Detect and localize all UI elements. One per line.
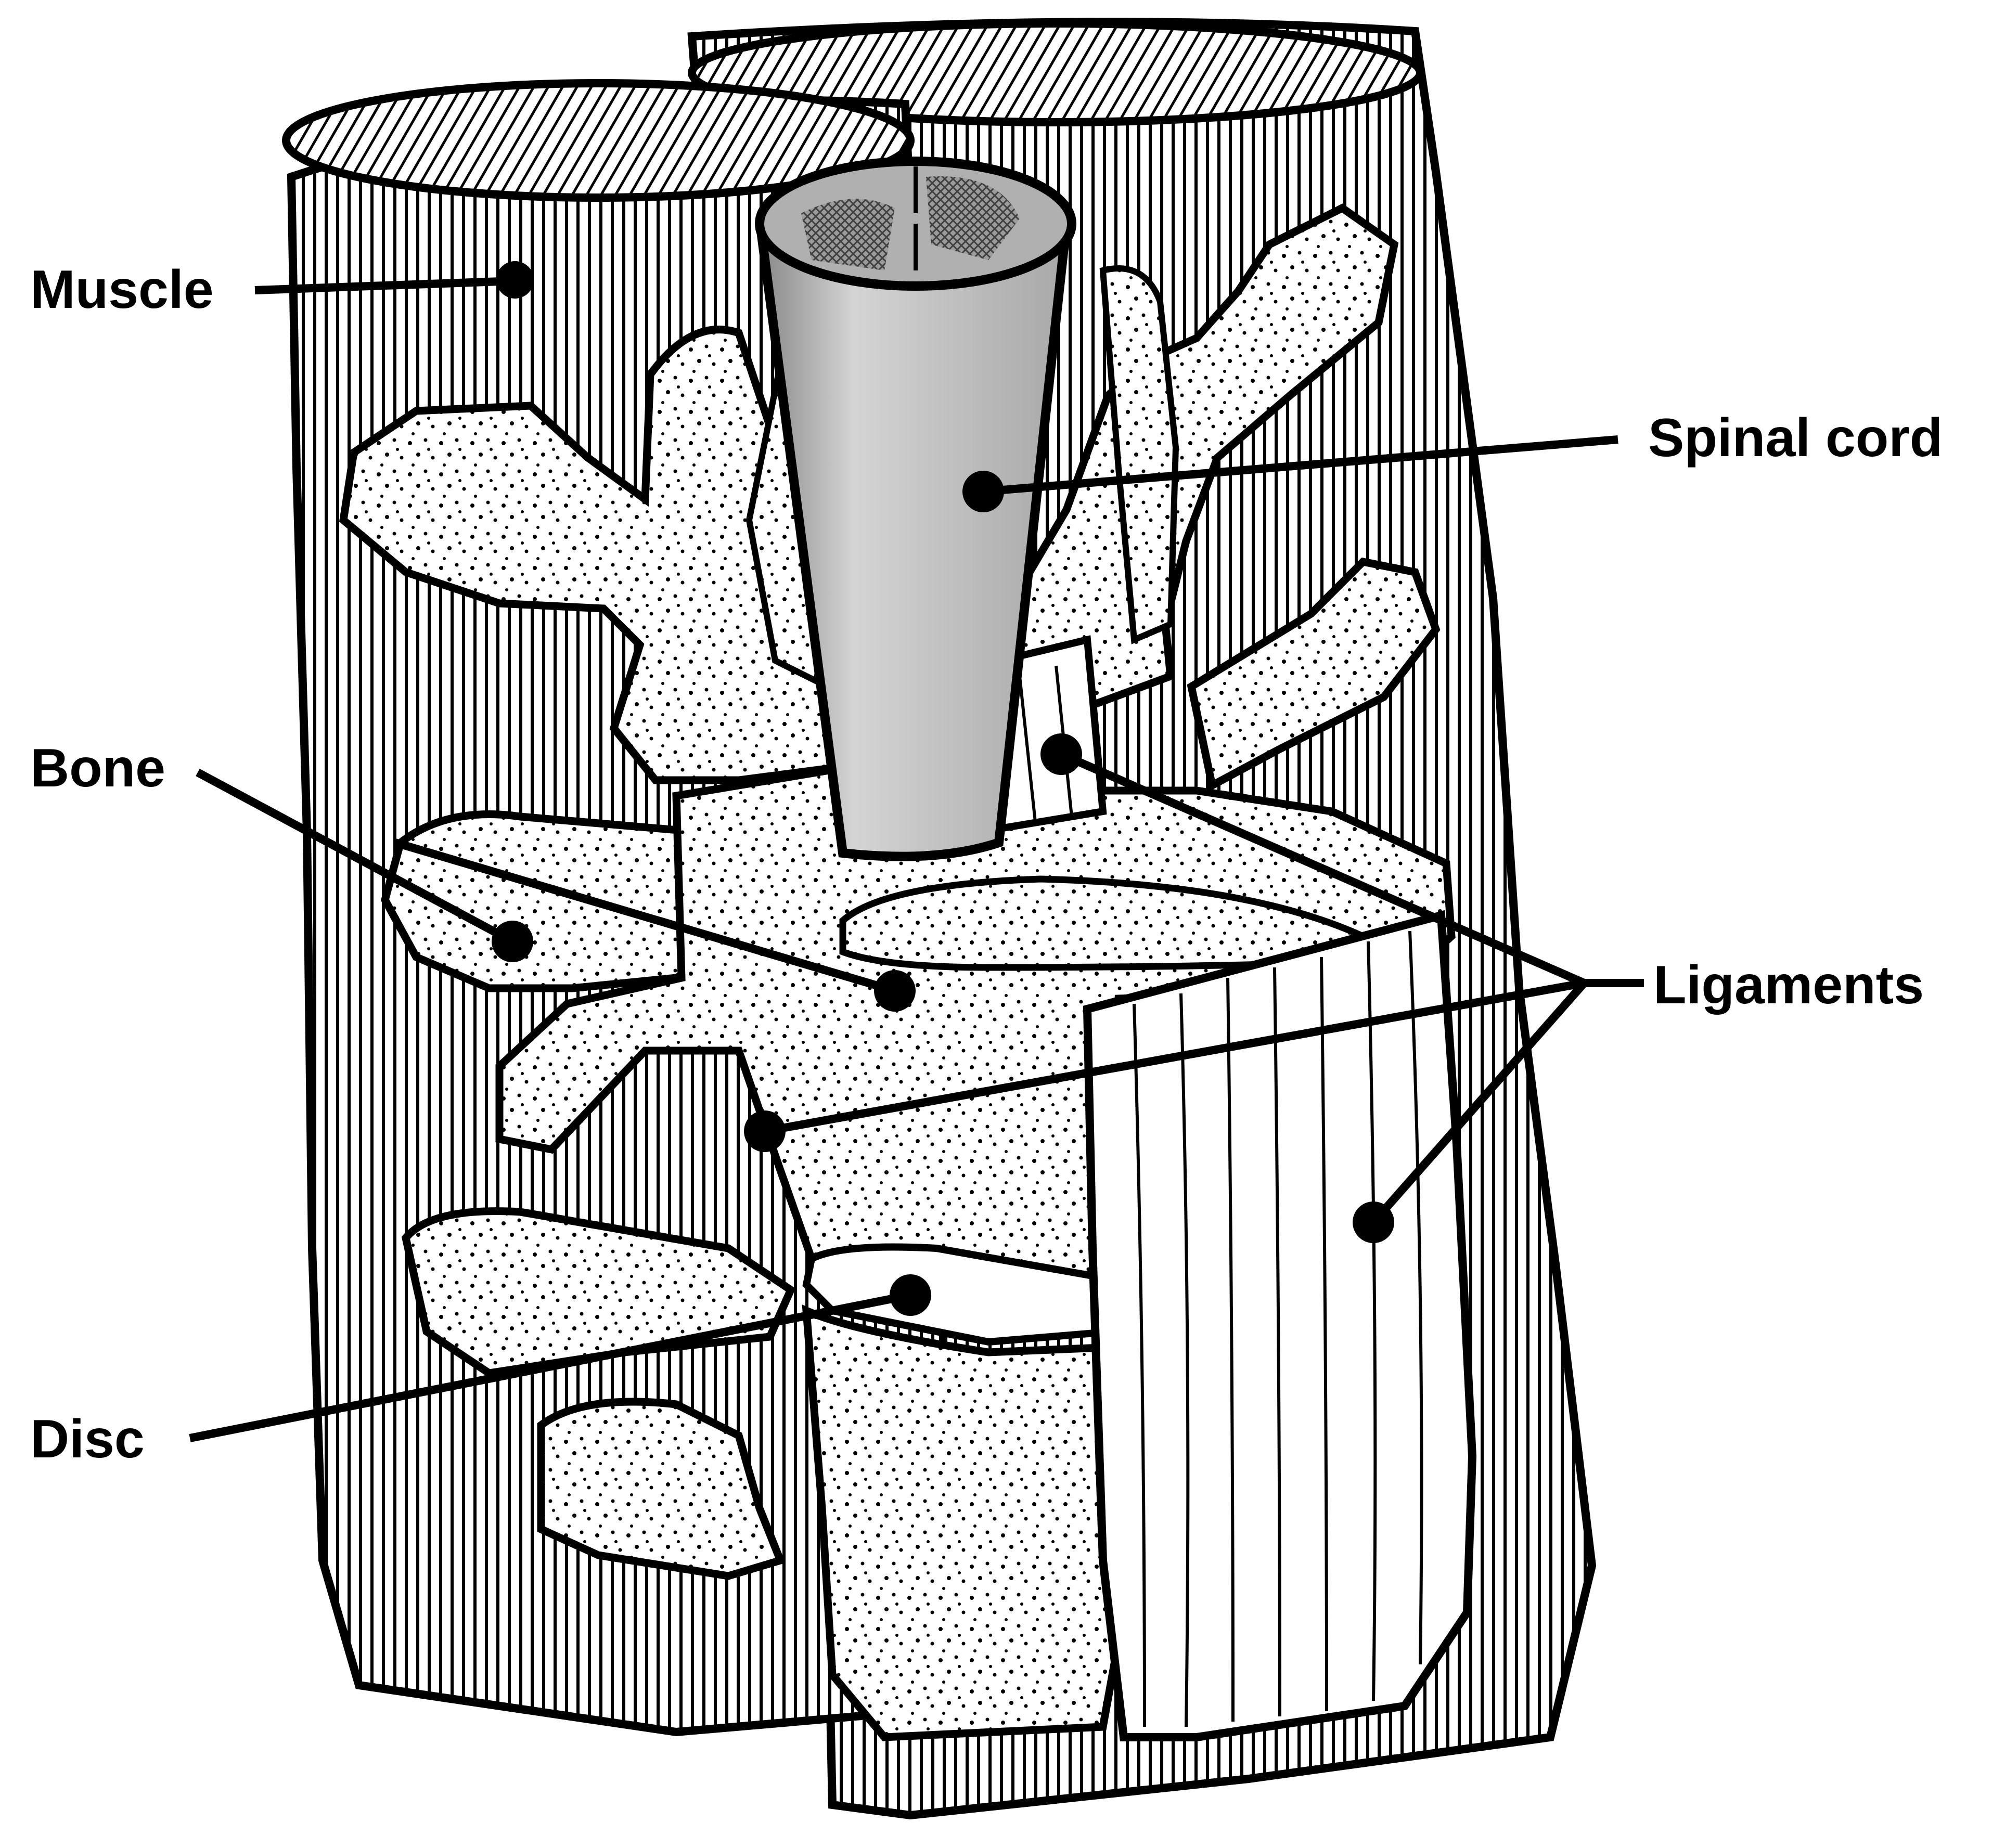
dot-bone-process [492,921,533,962]
spinal-cord [755,157,1076,861]
label-spinal-cord: Spinal cord [1648,408,1943,468]
label-bone: Bone [30,738,165,798]
leader-ligament-1 [1059,750,1586,987]
dot-bone-body [874,970,916,1012]
leader-ligament-2 [764,979,1585,1135]
label-muscle: Muscle [30,260,214,320]
leader-disc [189,1291,911,1442]
vertebra-bottom-process [537,1398,786,1580]
leader-ligament-3 [1370,980,1588,1225]
vertebra-right-process [1187,557,1441,792]
leader-lines [189,277,1644,1442]
vertebral-body-middle [495,766,1456,1289]
dot-spinal-cord [962,471,1004,512]
vertebral-body-lower [802,1304,1128,1741]
dot-muscle [496,261,534,299]
leader-muscle [254,277,516,294]
pointer-dots [492,261,1394,1316]
leader-bone-2 [394,838,896,995]
vertebra-lower-process [401,1207,796,1377]
leader-spinal-cord [983,435,1618,496]
dot-disc [890,1274,931,1316]
leader-bone-1 [196,768,515,946]
dot-ligament-posterior [1040,733,1082,775]
dot-ligament-lateral [744,1110,786,1152]
dot-ligament-anterior [1353,1201,1394,1243]
ligament-anterior [1083,910,1477,1741]
label-ligaments: Ligaments [1653,955,1924,1015]
label-disc: Disc [30,1409,145,1469]
